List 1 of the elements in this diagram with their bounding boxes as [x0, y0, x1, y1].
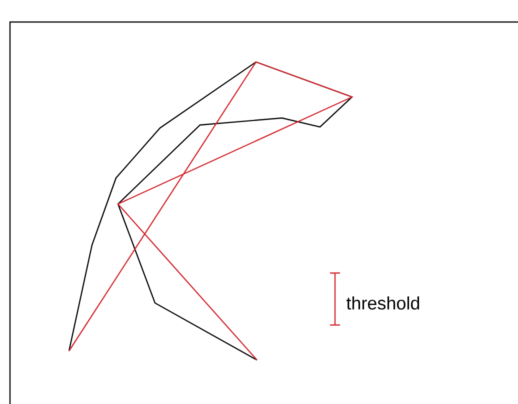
threshold-label: threshold [346, 296, 420, 310]
